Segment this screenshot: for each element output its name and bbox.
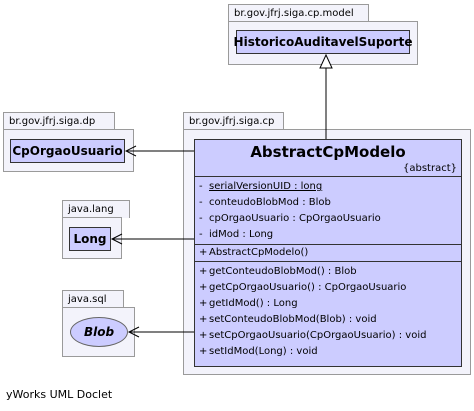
class-name-long: Long: [73, 232, 107, 246]
visibility-marker: +: [199, 330, 208, 341]
method-text: getCpOrgaoUsuario() : CpOrgaoUsuario: [209, 282, 407, 293]
package-name-model: br.gov.jfrj.siga.cp.model: [234, 8, 354, 19]
association-arrow-long: [110, 233, 194, 245]
method-text: setCpOrgaoUsuario(CpOrgaoUsuario) : void: [209, 330, 427, 341]
method-row[interactable]: +getConteudoBlobMod() : Blob: [195, 264, 461, 280]
main-class-stereotype: {abstract}: [403, 163, 457, 174]
package-tab-lang: java.lang: [62, 200, 130, 218]
method-row[interactable]: +setConteudoBlobMod(Blob) : void: [195, 312, 461, 328]
field-text: idMod : Long: [209, 229, 274, 240]
interface-blob[interactable]: Blob: [70, 317, 128, 347]
class-long[interactable]: Long: [69, 227, 111, 251]
visibility-marker: +: [199, 298, 208, 309]
class-historico-auditavel-suporte[interactable]: HistoricoAuditavelSuporte: [233, 30, 413, 54]
visibility-marker: -: [199, 213, 203, 224]
visibility-marker: +: [199, 314, 208, 325]
package-tab-cp: br.gov.jfrj.siga.cp: [183, 112, 284, 130]
class-abstract-cp-modelo[interactable]: AbstractCpModelo {abstract} -serialVersi…: [194, 139, 462, 367]
method-text: getIdMod() : Long: [209, 298, 298, 309]
method-text: setConteudoBlobMod(Blob) : void: [209, 314, 377, 325]
field-text: cpOrgaoUsuario : CpOrgaoUsuario: [209, 213, 381, 224]
field-row[interactable]: -idMod : Long: [195, 227, 461, 243]
visibility-marker: +: [199, 282, 208, 293]
visibility-marker: -: [199, 197, 203, 208]
method-row[interactable]: +setIdMod(Long) : void: [195, 344, 461, 360]
visibility-marker: +: [199, 247, 208, 258]
constructor-text: AbstractCpModelo(): [209, 247, 309, 258]
package-tab-dp: br.gov.jfrj.siga.dp: [3, 112, 115, 130]
class-name-historico: HistoricoAuditavelSuporte: [233, 35, 413, 49]
main-class-name: AbstractCpModelo: [250, 143, 406, 161]
package-name-dp: br.gov.jfrj.siga.dp: [9, 116, 96, 127]
class-name-orgao: CpOrgaoUsuario: [12, 144, 123, 158]
class-cp-orgao-usuario[interactable]: CpOrgaoUsuario: [10, 139, 125, 163]
field-row[interactable]: -serialVersionUID : long: [195, 179, 461, 195]
interface-name-blob: Blob: [83, 325, 115, 339]
visibility-marker: +: [199, 346, 208, 357]
field-row[interactable]: -conteudoBlobMod : Blob: [195, 195, 461, 211]
visibility-marker: +: [199, 266, 208, 277]
method-text: getConteudoBlobMod() : Blob: [209, 266, 357, 277]
field-text: serialVersionUID : long: [209, 181, 323, 192]
visibility-marker: -: [199, 229, 203, 240]
package-name-sql: java.sql: [68, 294, 107, 305]
visibility-marker: -: [199, 181, 203, 192]
method-row[interactable]: +setCpOrgaoUsuario(CpOrgaoUsuario) : voi…: [195, 328, 461, 344]
methods-section: +getConteudoBlobMod() : Blob +getCpOrgao…: [195, 261, 461, 361]
generalization-arrow: [319, 53, 333, 139]
method-row[interactable]: +getIdMod() : Long: [195, 296, 461, 312]
package-tab-model: br.gov.jfrj.siga.cp.model: [228, 4, 369, 22]
footer-caption: yWorks UML Doclet: [6, 388, 113, 401]
constructor-row[interactable]: +AbstractCpModelo(): [195, 245, 461, 261]
package-name-cp: br.gov.jfrj.siga.cp: [189, 116, 275, 127]
method-text: setIdMod(Long) : void: [209, 346, 318, 357]
constructors-section: +AbstractCpModelo(): [195, 244, 461, 261]
package-tab-sql: java.sql: [62, 290, 124, 308]
field-row[interactable]: -cpOrgaoUsuario : CpOrgaoUsuario: [195, 211, 461, 227]
fields-section: -serialVersionUID : long -conteudoBlobMo…: [195, 176, 461, 244]
field-text: conteudoBlobMod : Blob: [209, 197, 331, 208]
package-name-lang: java.lang: [68, 204, 114, 215]
method-row[interactable]: +getCpOrgaoUsuario() : CpOrgaoUsuario: [195, 280, 461, 296]
